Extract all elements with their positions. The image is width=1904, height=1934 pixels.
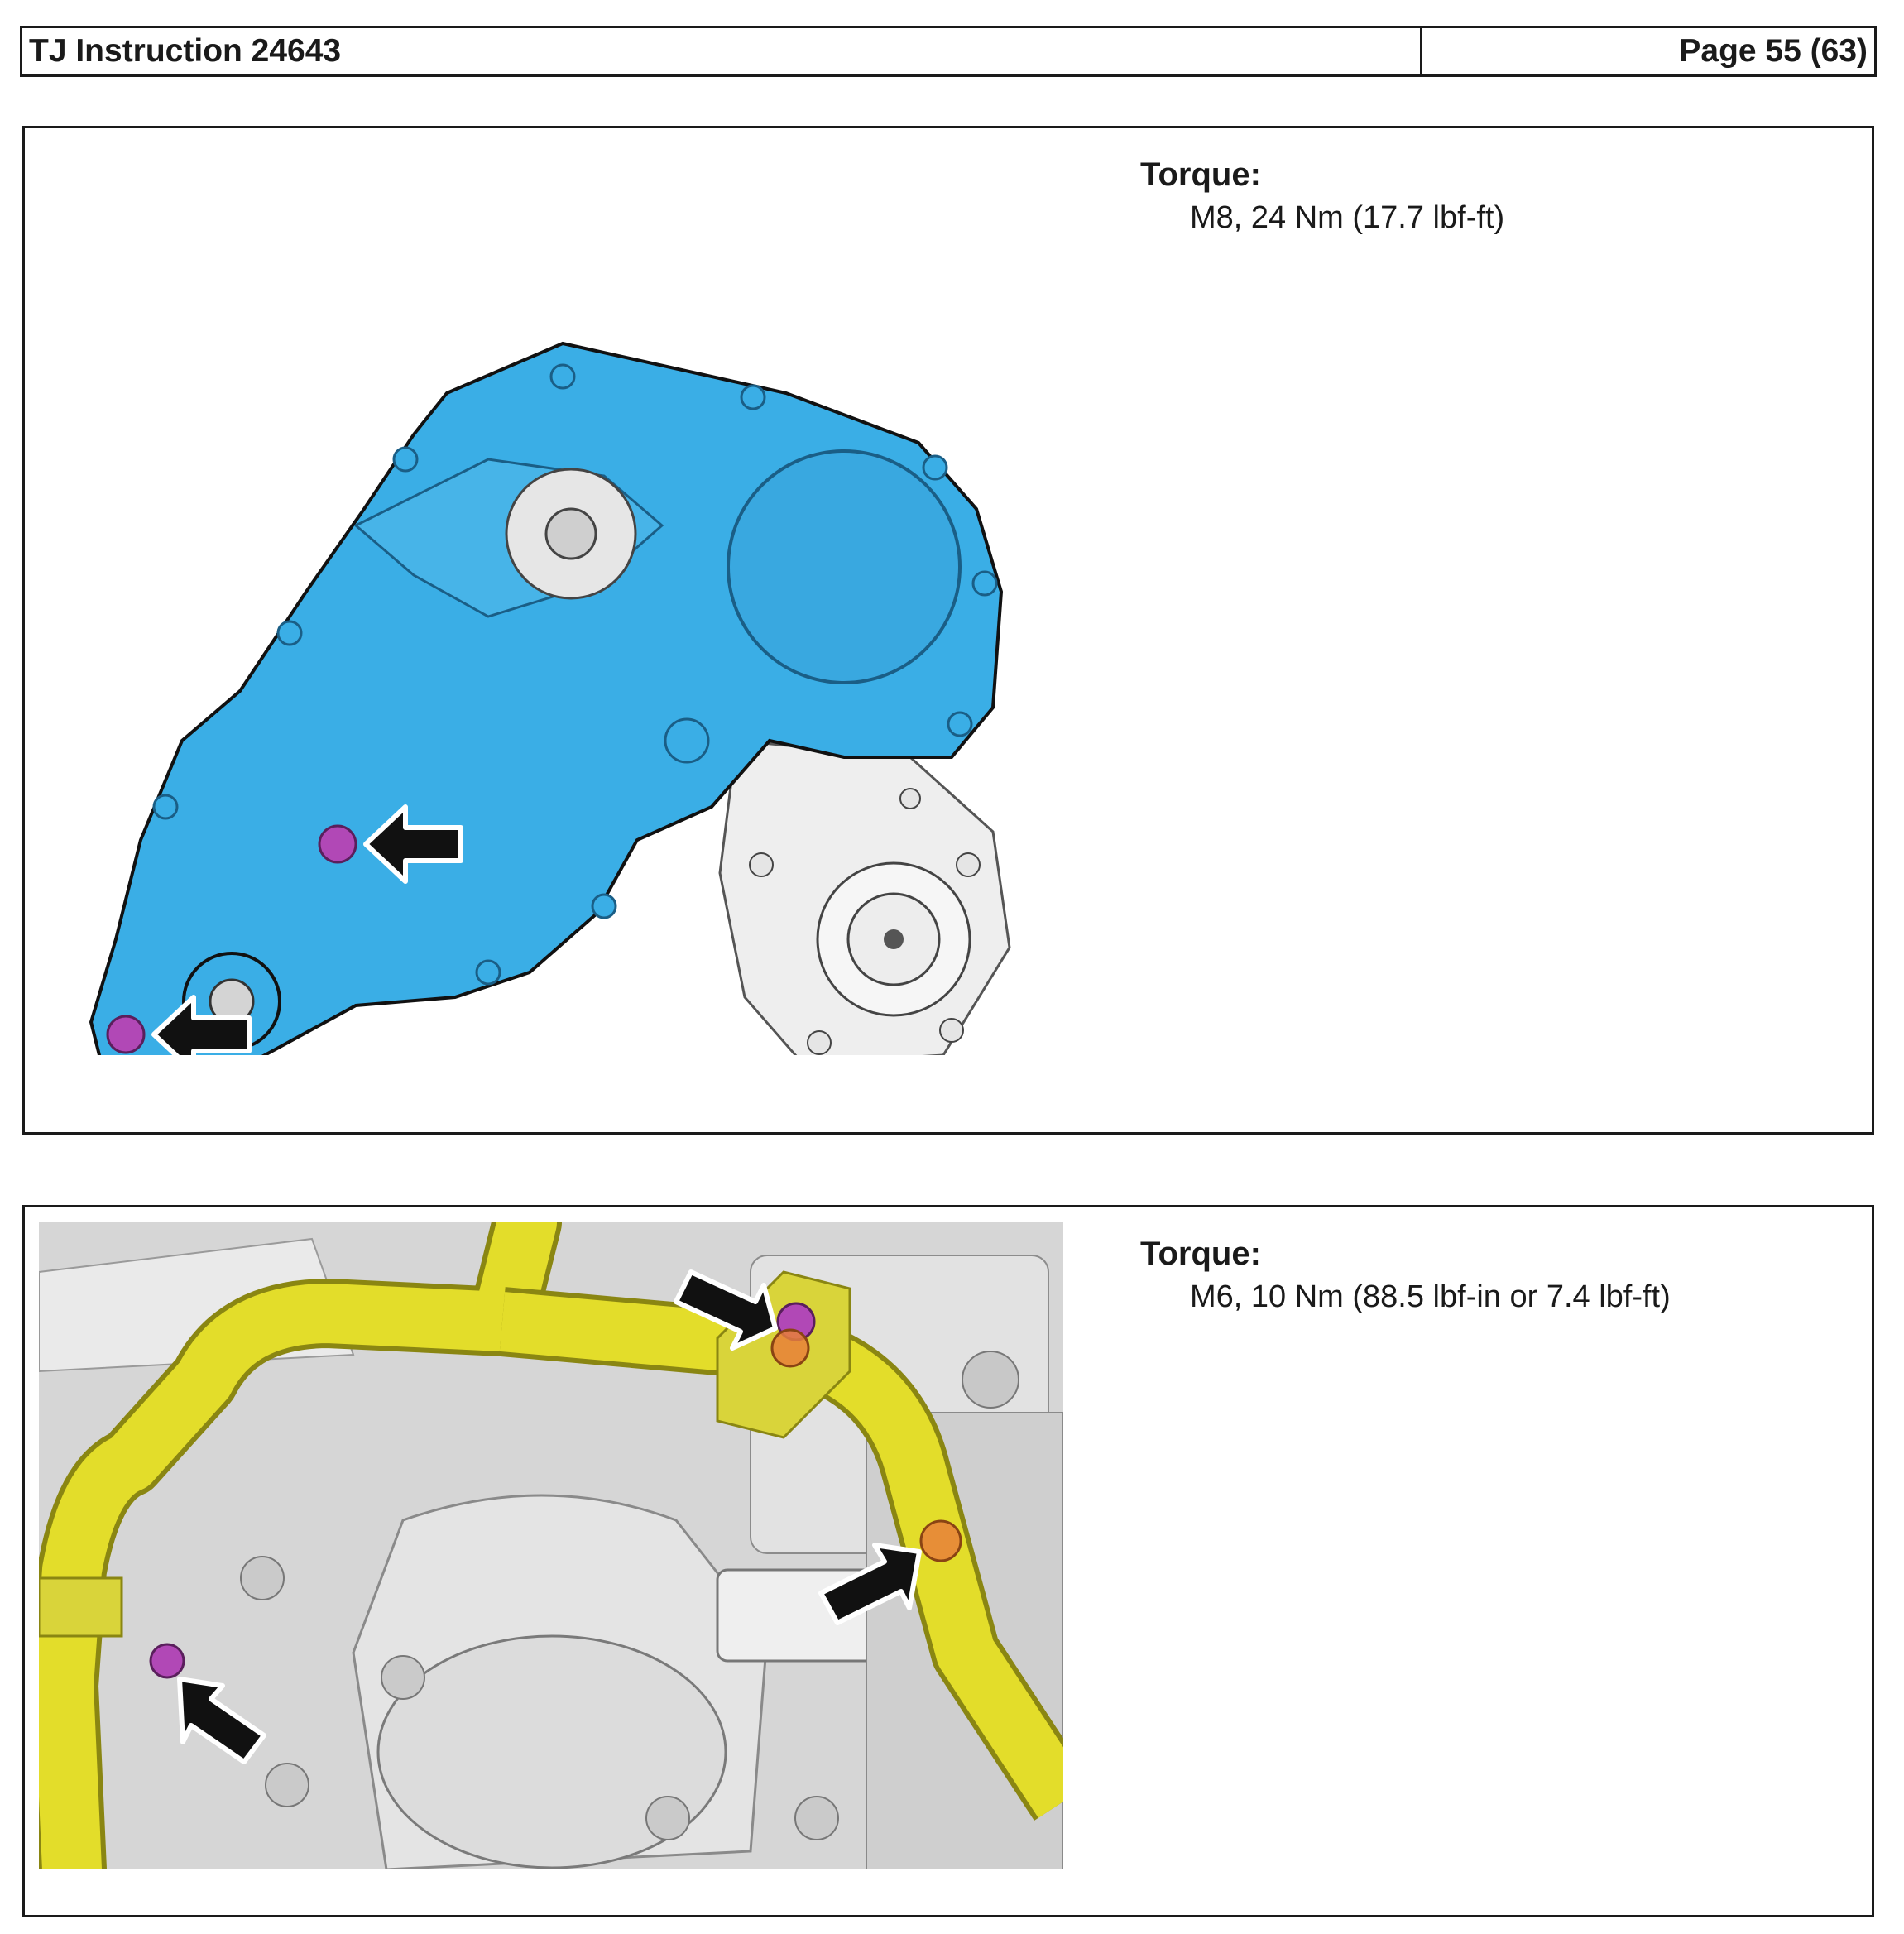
grey-housing [718, 739, 1011, 1055]
nut-right-marker [818, 1519, 962, 1625]
bolt-left-marker [149, 1643, 266, 1764]
instruction-step-2: Torque: M6, 10 Nm (88.5 lbf-in or 7.4 lb… [22, 1205, 1874, 1917]
bolt-top-marker [674, 1269, 816, 1368]
torque-label: Torque: [1140, 1236, 1261, 1272]
torque-spec-block: Torque: M6, 10 Nm (88.5 lbf-in or 7.4 lb… [1140, 1232, 1671, 1318]
torque-value: M8, 24 Nm (17.7 lbf-ft) [1190, 200, 1505, 235]
instruction-step-1: Torque: M8, 24 Nm (17.7 lbf-ft) [22, 126, 1874, 1135]
blue-cover [89, 341, 1004, 1055]
wiring-harness-drawing [39, 1222, 1063, 1869]
document-title: TJ Instruction 24643 [22, 28, 1422, 74]
bolt-upper-marker [318, 804, 463, 884]
transfer-case-cover-drawing [89, 341, 1011, 1055]
transfer-case-cover-illustration [58, 228, 1067, 1055]
wiring-harness-illustration [39, 1222, 1063, 1869]
torque-spec-block: Torque: M8, 24 Nm (17.7 lbf-ft) [1140, 153, 1504, 239]
torque-label: Torque: [1140, 156, 1261, 193]
page-number: Page 55 (63) [1679, 33, 1868, 69]
bolt-lower-marker [106, 995, 252, 1055]
torque-value: M6, 10 Nm (88.5 lbf-in or 7.4 lbf-ft) [1190, 1279, 1671, 1314]
page-header: TJ Instruction 24643 Page 55 (63) [20, 26, 1877, 77]
